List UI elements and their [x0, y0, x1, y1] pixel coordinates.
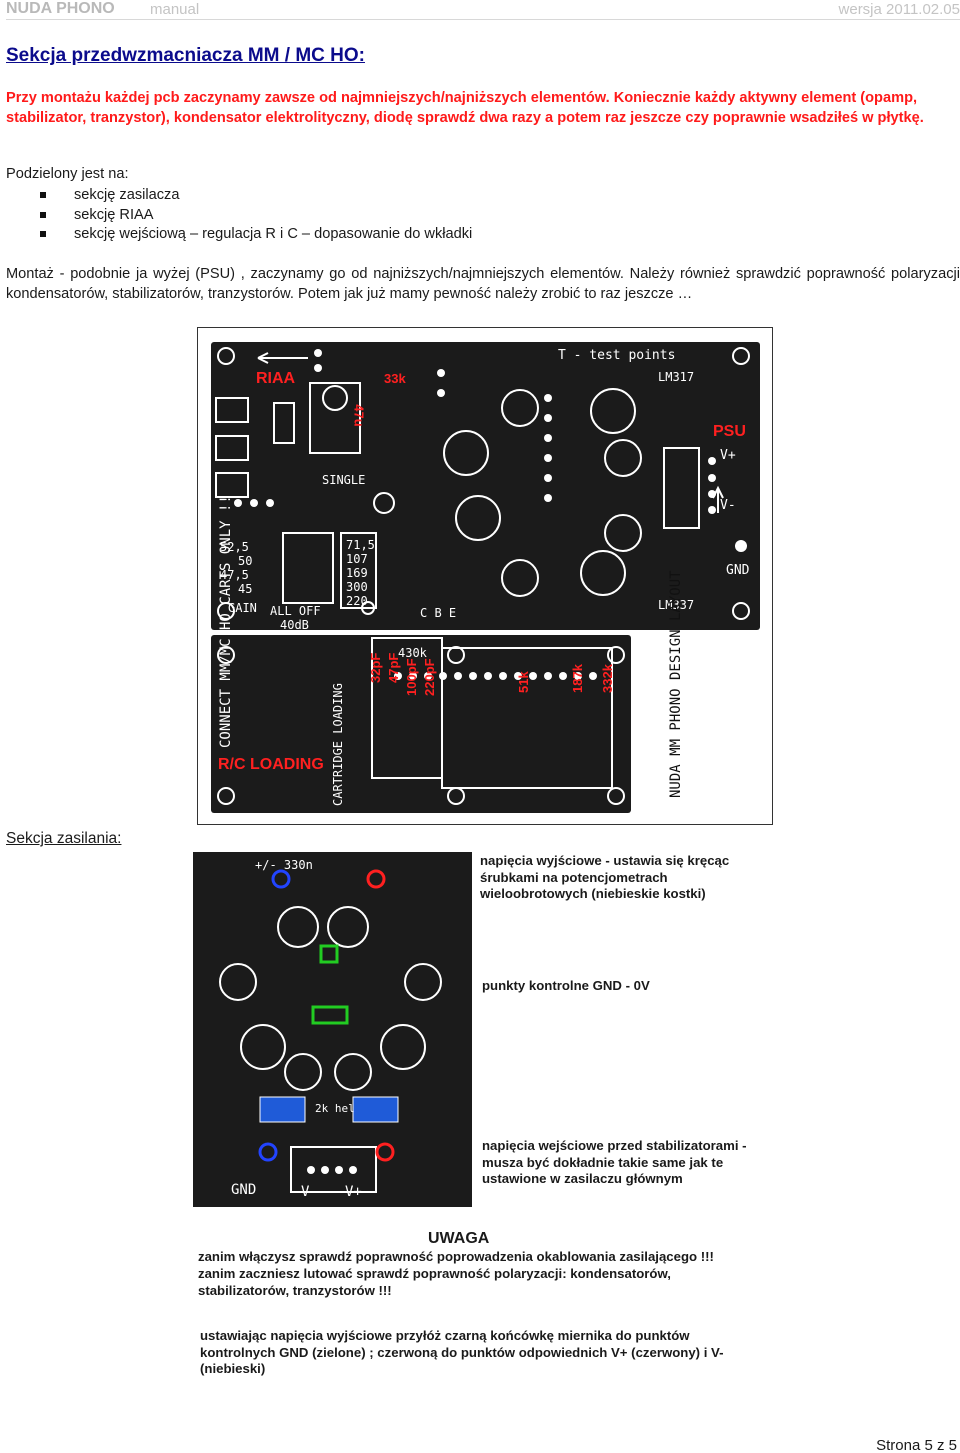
cbe-label: C B E: [420, 606, 457, 620]
bullet-icon: [40, 192, 46, 198]
warning-text: Przy montażu każdej pcb zaczynamy zawsze…: [6, 90, 924, 126]
pcb-main-figure: RIAA 33k 47u PSU R/C LOADING T - test po…: [197, 327, 773, 825]
list-item: sekcję wejściową – regulacja R i C – dop…: [40, 225, 472, 245]
assembly-paragraph: Montaż - podobnie ja wyżej (PSU) , zaczy…: [6, 266, 960, 302]
page-number: Strona 5 z 5: [876, 1437, 957, 1453]
r33k-label: 33k: [384, 371, 406, 386]
bullet-icon: [40, 211, 46, 218]
res-label: 51k: [516, 671, 531, 693]
gain-label: GAIN: [228, 601, 257, 615]
list-item: sekcję zasilacza: [40, 186, 472, 206]
r-value: 107: [346, 552, 368, 566]
connect-label: CONNECT MM/MC HO CARTS ONLY !!: [218, 495, 234, 748]
vplus-label: V+: [720, 448, 736, 463]
r-value: 71,5: [346, 538, 375, 552]
gain-value: 45: [238, 582, 253, 596]
rc-loading-label: R/C LOADING: [218, 756, 324, 773]
page-header: NUDA PHONO manual wersja 2011.02.05: [6, 0, 960, 20]
note-output-voltage: napięcia wyjściowe - ustawia się kręcąc …: [480, 853, 730, 901]
vminus-label: V-: [720, 498, 736, 513]
list-item: sekcję RIAA: [40, 206, 472, 226]
uwaga-line: zanim włączysz sprawdź poprawność poprow…: [198, 1249, 714, 1264]
psu-gnd-label: GND: [231, 1182, 257, 1198]
psu-label: PSU: [713, 423, 746, 440]
r-value: 220: [346, 594, 368, 608]
design-label: NUDA MM PHONO DESIGN LAYOUT: [668, 570, 684, 798]
r-value: 169: [346, 566, 368, 580]
riaa-label: RIAA: [256, 370, 296, 387]
section-title: Sekcja przedwzmacniacza MM / MC HO:: [6, 45, 365, 66]
gnd-label: GND: [726, 563, 750, 578]
psu-pm330-label: +/- 330n: [255, 858, 313, 872]
cap-label: 220pF: [422, 658, 437, 696]
uwaga-line: ustawiając napięcia wyjściowe przyłóż cz…: [200, 1328, 724, 1376]
header-title: NUDA PHONO: [6, 0, 115, 17]
section2-title: Sekcja zasilania:: [6, 830, 122, 847]
test-points-label: T - test points: [558, 348, 676, 363]
header-version: wersja 2011.02.05: [838, 1, 960, 18]
section-list: sekcję zasilacza sekcję RIAA sekcję wejś…: [40, 186, 472, 245]
cap-label: 32pF: [368, 652, 383, 683]
lm337-label: LM337: [658, 598, 695, 612]
psu-vplus-label: V+: [345, 1184, 362, 1200]
lm317-label: LM317: [658, 370, 695, 384]
res-label: 332k: [600, 664, 615, 693]
gain-value: 50: [238, 554, 253, 568]
psu-hel-label: 2k hel: [315, 1102, 355, 1115]
note-input-voltage: napięcia wejściowe przed stabilizatorami…: [482, 1138, 747, 1186]
header-subtitle: manual: [150, 1, 200, 18]
pcb-board-upper: [211, 342, 760, 630]
pcb-psu-figure: +/- 330n 2k hel GND V- V+: [193, 852, 472, 1207]
psu-trace-art: [219, 869, 442, 1193]
r-value: 300: [346, 580, 368, 594]
gain-value: 52,5: [220, 540, 249, 554]
uwaga-line: zanim zaczniesz lutować sprawdź poprawno…: [198, 1266, 671, 1298]
uwaga-title: UWAGA: [428, 1230, 490, 1247]
pcb-board-lower: [211, 635, 631, 813]
res-label: 187k: [570, 664, 585, 693]
single-label: SINGLE: [322, 473, 366, 487]
note-gnd-points: punkty kontrolne GND - 0V: [482, 978, 650, 993]
bullet-icon: [40, 231, 46, 237]
all-off-label: ALL OFF: [270, 604, 321, 618]
r430k-label: 430k: [398, 646, 427, 660]
cartridge-label: CARTRIDGE LOADING: [331, 683, 345, 806]
gain-value: 47,5: [220, 568, 249, 582]
intro-text: Podzielony jest na:: [6, 166, 129, 182]
c47u-label: 47u: [351, 404, 367, 427]
psu-vminus-label: V-: [301, 1184, 318, 1200]
cap-label: 100pF: [404, 658, 419, 696]
db40-label: 40dB: [280, 618, 309, 632]
pcb-trace-art: [215, 347, 750, 805]
